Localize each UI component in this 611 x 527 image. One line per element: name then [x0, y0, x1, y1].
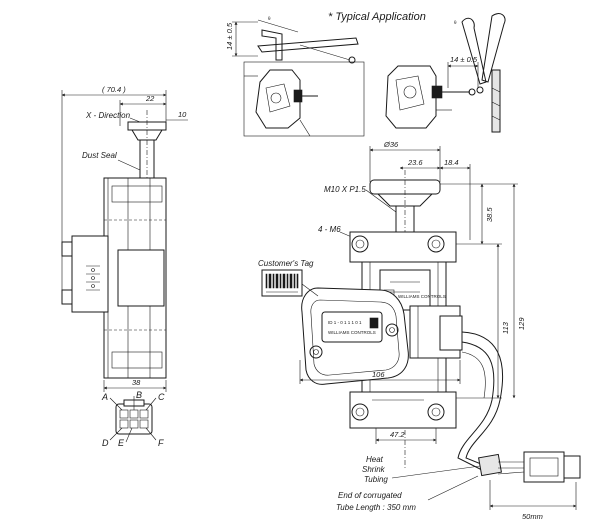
dim-shaft-tip: 10	[178, 110, 187, 119]
label-heat-shrink-3: Tubing	[364, 475, 388, 484]
dim-113: 113	[501, 321, 510, 334]
label-dust-seal: Dust Seal	[82, 151, 117, 160]
label-heat-shrink-1: Heat	[366, 455, 384, 464]
label-brand-cover: WILLIAMS CONTROLS	[328, 330, 376, 335]
dim-18-4: 18.4	[444, 158, 459, 167]
connector-pinout: A B C D E F	[101, 390, 165, 448]
label-brand-body: WILLIAMS CONTROLS	[398, 294, 446, 299]
application-view-left: θ 14 ± 0.5	[225, 16, 365, 137]
label-thread: M10 X P1.5	[324, 185, 366, 194]
dim-arm-height-right: 14 ± 0.5	[450, 55, 478, 64]
label-customer-tag: Customer's Tag	[258, 259, 314, 268]
dim-arm-height-left: 14 ± 0.5	[225, 22, 234, 50]
dim-106: 106	[372, 370, 385, 379]
customer-tag-barcode	[261, 269, 303, 297]
dim-129: 129	[517, 317, 526, 330]
dim-body-depth: 38	[132, 378, 141, 387]
label-part-code: ID 1 - 0 1 1 1 0 1	[328, 320, 362, 325]
dim-shaft-offset: 22	[145, 94, 155, 103]
pin-a: A	[101, 392, 108, 402]
pin-b: B	[136, 390, 142, 400]
dim-47-2: 47.2	[390, 430, 405, 439]
dim-shaft-diameter: Ø36	[383, 140, 399, 149]
pin-e: E	[118, 438, 125, 448]
cable-assembly: 50mm Heat Shrink Tubing End of corrugate…	[336, 331, 581, 521]
dim-overall-height: ( 70.4 )	[102, 85, 126, 94]
label-corrugated-1: End of corrugated	[338, 491, 402, 500]
svg-text:θ: θ	[268, 16, 271, 21]
pin-c: C	[158, 392, 165, 402]
dim-23-6: 23.6	[407, 158, 423, 167]
label-heat-shrink-2: Shrink	[362, 465, 386, 474]
title-typical-application: * Typical Application	[328, 11, 426, 23]
dim-lead-length: 50mm	[522, 512, 543, 521]
label-corrugated-2: Tube Length : 350 mm	[336, 503, 416, 512]
application-view-right: θ 14 ± 0.5	[385, 13, 506, 133]
label-mount-holes: 4 - M6	[318, 225, 341, 234]
dim-38-5: 38.5	[485, 207, 494, 222]
pin-d: D	[102, 438, 109, 448]
angle-marker: θ	[454, 20, 457, 25]
pin-f: F	[158, 438, 164, 448]
front-view: Ø36 23.6 18.4 M10 X P1.5 38.5 113 129 4 …	[258, 140, 526, 470]
side-view: ( 70.4 ) 22 10 X - Direction Dust Seal	[61, 85, 188, 392]
label-x-direction: X - Direction	[85, 111, 131, 120]
